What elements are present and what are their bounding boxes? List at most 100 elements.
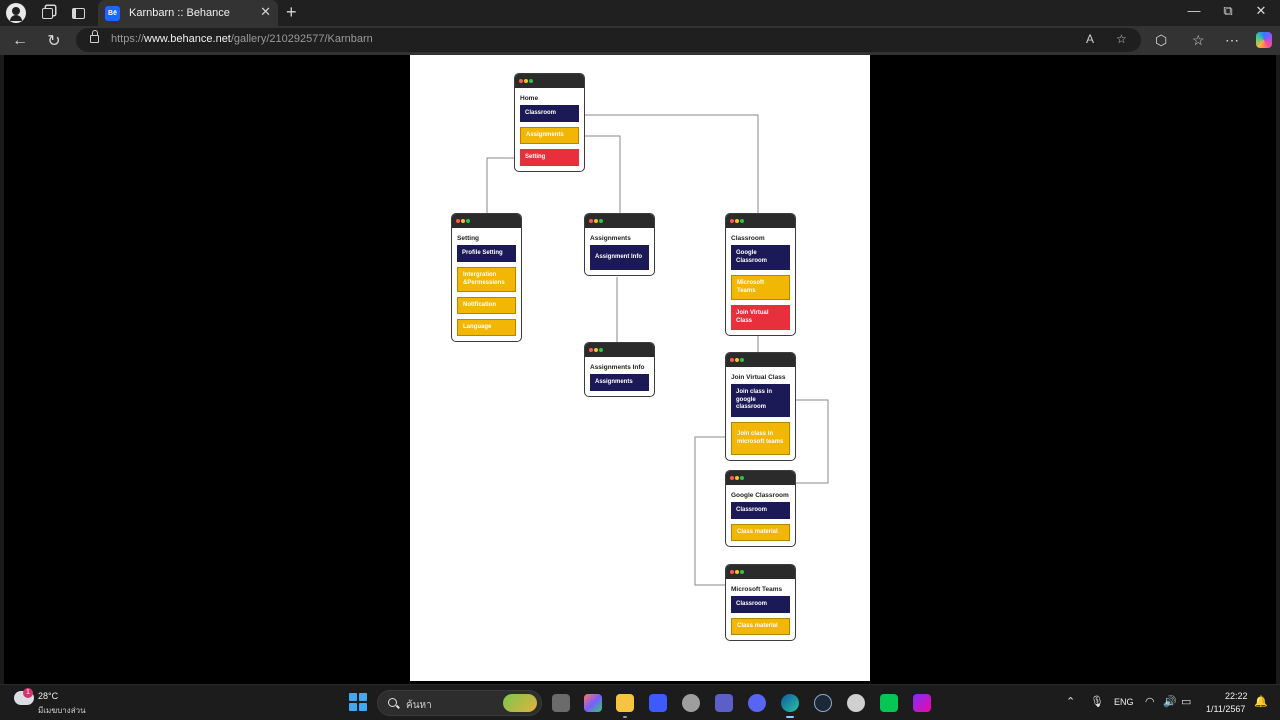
screen-assignments-info: Assignments Info Assignments (584, 342, 655, 397)
clock-date[interactable]: 1/11/2567 (1206, 704, 1246, 714)
microphone-icon[interactable]: 🎙 (1090, 696, 1104, 708)
join-virtual-class-button[interactable]: Join Virtual Class (731, 305, 790, 330)
integration-permissions-button[interactable]: Intergration &Permessions (457, 267, 516, 292)
unity-hub-icon[interactable] (682, 694, 700, 712)
gc-classroom-button[interactable]: Classroom (731, 502, 790, 519)
notification-bell-icon[interactable]: 🔔 (1254, 696, 1268, 708)
tab-strip: Bē Karnbarn :: Behance ✕ + — ⧉ ✕ (0, 0, 1280, 26)
favorites-icon[interactable]: ☆ (1192, 32, 1205, 48)
screen-title: Assignments Info (590, 364, 645, 371)
tab-behance[interactable]: Bē Karnbarn :: Behance ✕ (98, 0, 278, 26)
favorite-star-icon[interactable]: ☆ (1116, 32, 1127, 46)
screen-title: Join Virtual Class (731, 374, 786, 381)
screen-home: Home Classroom Assignments Setting (514, 73, 585, 172)
weather-badge: 1 (23, 688, 33, 698)
gc-class-material-button[interactable]: Class material (731, 524, 790, 541)
join-microsoft-teams-button[interactable]: Join class in microsoft teams (731, 422, 790, 455)
profile-icon[interactable] (6, 3, 26, 23)
home-assignments-button[interactable]: Assignments (520, 127, 579, 144)
flow-diagram-canvas: Home Classroom Assignments Setting Setti… (410, 55, 870, 681)
google-classroom-button[interactable]: Google Classroom (731, 245, 790, 270)
window-bar (515, 74, 584, 88)
home-setting-button[interactable]: Setting (520, 149, 579, 166)
window-bar (726, 353, 795, 367)
join-google-classroom-button[interactable]: Join class in google classroom (731, 384, 790, 417)
link-home-assignments (579, 135, 621, 213)
search-icon (388, 698, 397, 707)
battery-icon[interactable]: ▭ (1181, 696, 1192, 708)
window-bar (585, 343, 654, 357)
address-toolbar: ← ↻ https://www.behance.net/gallery/2102… (0, 26, 1280, 55)
connector-lines (486, 114, 829, 586)
link-home-setting (486, 157, 520, 213)
home-classroom-button[interactable]: Classroom (520, 105, 579, 122)
tab-title: Karnbarn :: Behance (129, 7, 230, 19)
clipchamp-icon[interactable] (913, 694, 931, 712)
back-icon[interactable]: ← (12, 32, 28, 49)
notification-button[interactable]: Notification (457, 297, 516, 314)
discord-icon[interactable] (748, 694, 766, 712)
read-aloud-icon[interactable]: A (1086, 32, 1095, 46)
search-highlight-icon (503, 694, 537, 712)
search-placeholder: ค้นหา (406, 700, 432, 711)
weather-description[interactable]: มีเมฆบางส่วน (38, 706, 86, 715)
task-view-icon[interactable] (552, 694, 570, 712)
tab-actions-icon[interactable] (69, 4, 87, 22)
window-bar (585, 214, 654, 228)
start-icon[interactable] (349, 693, 367, 711)
tab-close-icon[interactable]: ✕ (260, 4, 271, 19)
restore-icon[interactable]: ⧉ (1223, 3, 1233, 18)
microsoft-teams-button[interactable]: Microsoft Teams (731, 275, 790, 300)
screen-title: Microsoft Teams (731, 586, 783, 593)
url-text[interactable]: https://www.behance.net/gallery/21029257… (111, 33, 373, 45)
teams-icon[interactable] (715, 694, 733, 712)
screen-assignments: Assignments Assignment Info (584, 213, 655, 276)
address-bar[interactable]: https://www.behance.net/gallery/21029257… (76, 28, 1141, 52)
edge-icon[interactable] (781, 694, 799, 718)
screen-title: Classroom (731, 235, 765, 242)
assignment-info-button[interactable]: Assignment Info (590, 245, 649, 270)
link-join-google (790, 399, 829, 484)
mt-classroom-button[interactable]: Classroom (731, 596, 790, 613)
link-home-classroom (579, 114, 759, 213)
line-icon[interactable] (880, 694, 898, 712)
steam-icon[interactable] (814, 694, 832, 712)
new-tab-icon[interactable]: + (286, 2, 297, 22)
screen-microsoft-teams: Microsoft Teams Classroom Class material (725, 564, 796, 641)
clock-time[interactable]: 22:22 (1225, 691, 1248, 701)
behance-favicon-icon: Bē (105, 5, 120, 21)
minimize-icon[interactable]: — (1187, 3, 1201, 18)
link-join-teams (694, 436, 732, 586)
copilot-taskbar-icon[interactable] (584, 694, 602, 712)
taskbar-search[interactable]: ค้นหา (377, 690, 542, 716)
assignments-button[interactable]: Assignments (590, 374, 649, 391)
screen-classroom: Classroom Google Classroom Microsoft Tea… (725, 213, 796, 336)
input-language[interactable]: ENG (1114, 697, 1134, 707)
lock-icon[interactable] (90, 30, 99, 43)
screen-title: Setting (457, 235, 480, 242)
window-bar (726, 471, 795, 485)
window-close-icon[interactable]: ✕ (1255, 3, 1267, 18)
copilot-icon[interactable] (1256, 32, 1272, 48)
mt-class-material-button[interactable]: Class material (731, 618, 790, 635)
language-button[interactable]: Language (457, 319, 516, 336)
wifi-icon[interactable]: ◠ (1145, 696, 1155, 708)
extensions-icon[interactable]: ⬡ (1155, 32, 1168, 48)
file-explorer-icon[interactable] (616, 694, 634, 718)
refresh-icon[interactable]: ↻ (47, 33, 61, 50)
weather-temperature[interactable]: 28°C (38, 691, 59, 701)
window-bar (726, 565, 795, 579)
more-menu-icon[interactable]: ⋯ (1225, 32, 1239, 48)
gear-app-icon[interactable] (847, 694, 865, 712)
screen-setting: Setting Profile Setting Intergration &Pe… (451, 213, 522, 342)
volume-icon[interactable]: 🔊 (1163, 696, 1177, 708)
profile-setting-button[interactable]: Profile Setting (457, 245, 516, 262)
screen-title: Home (520, 95, 539, 102)
window-bar (452, 214, 521, 228)
show-hidden-icons-icon[interactable]: ⌃ (1066, 696, 1076, 708)
screen-title: Assignments (590, 235, 631, 242)
pen-app-icon[interactable] (649, 694, 667, 712)
workspaces-icon[interactable] (38, 4, 56, 22)
screen-title: Google Classroom (731, 492, 789, 499)
taskbar: 1 28°C มีเมฆบางส่วน ค้นหา ⌃ 🎙 ENG ◠ 🔊 ▭ … (0, 684, 1280, 720)
